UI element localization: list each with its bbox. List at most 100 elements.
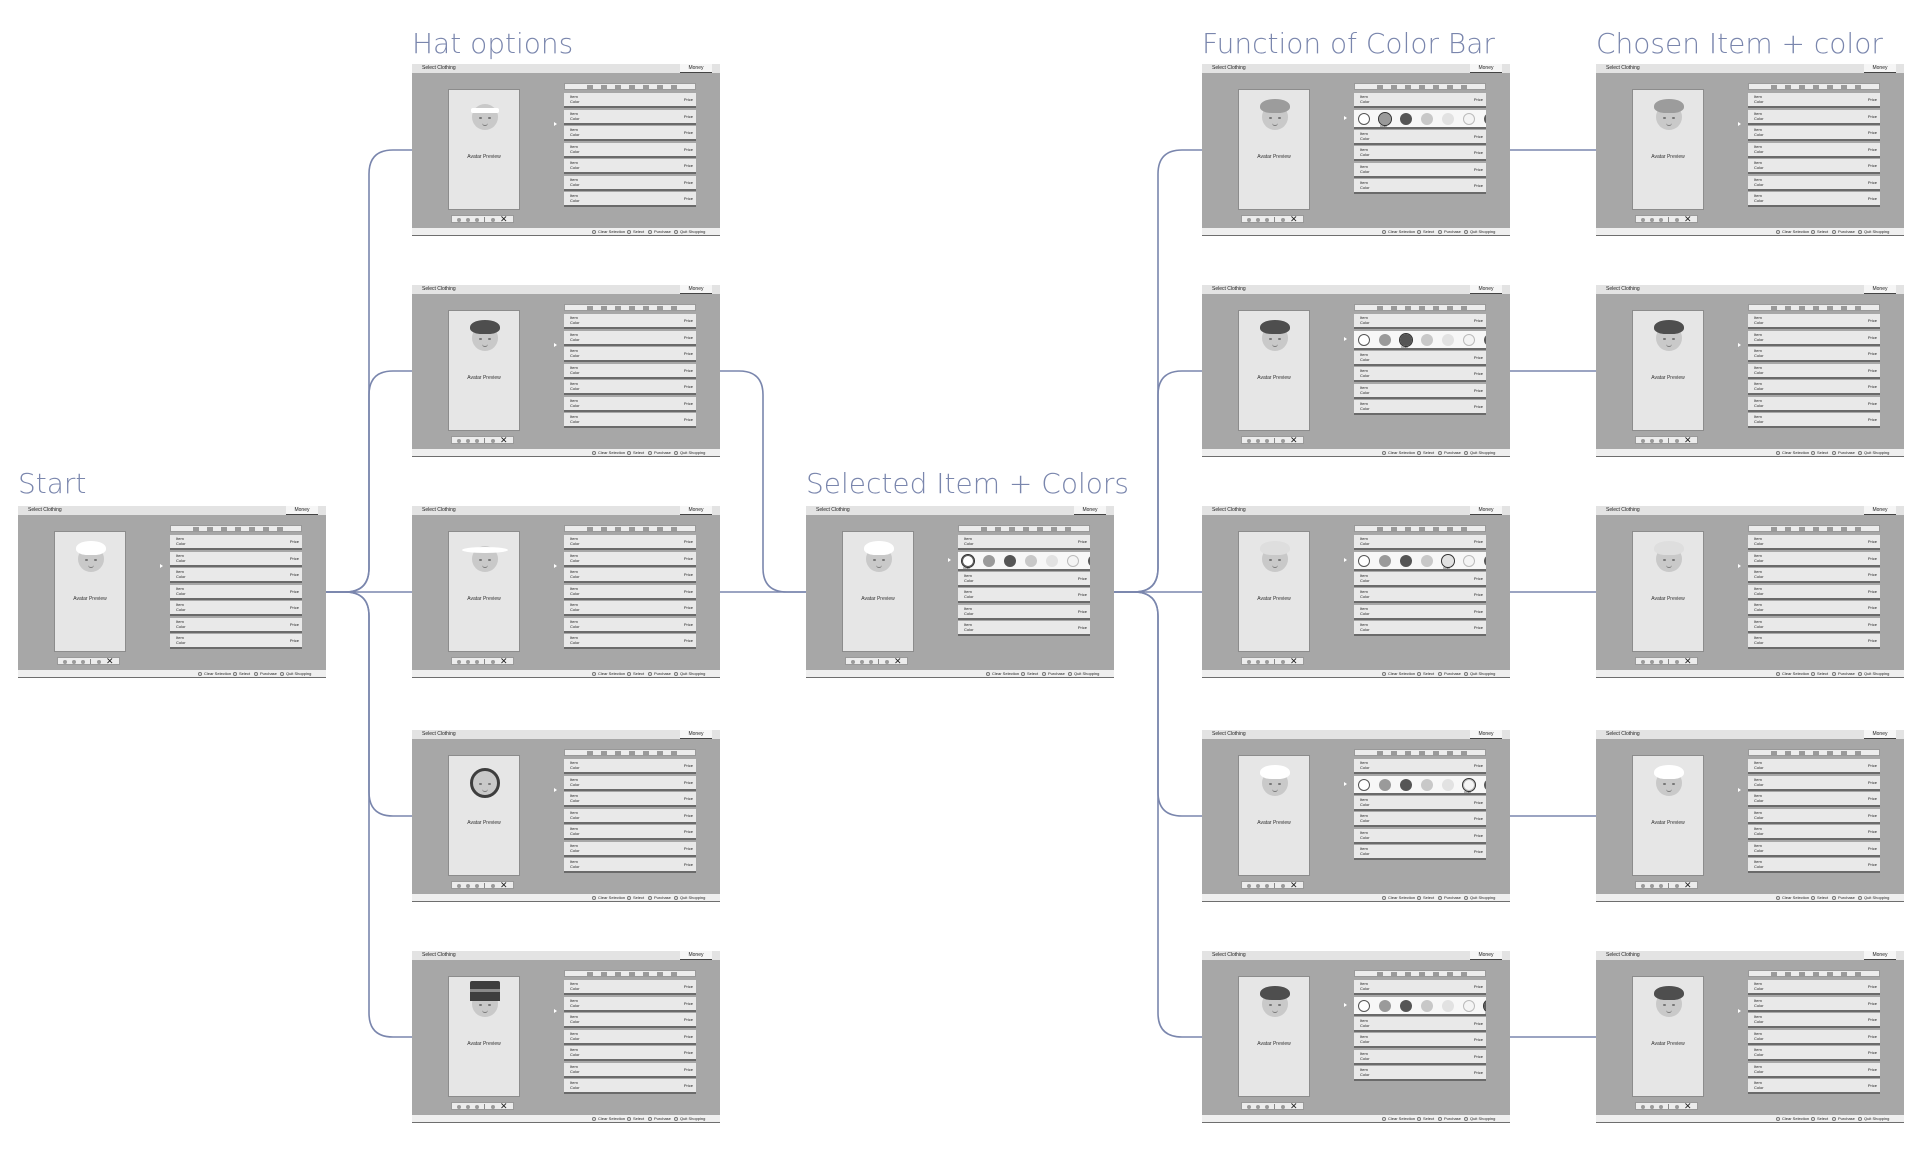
category-tab[interactable]: [1841, 306, 1847, 310]
clear-selection-button[interactable]: Clear Selection: [592, 1116, 625, 1121]
category-tab[interactable]: [643, 972, 649, 976]
control-dot-button[interactable]: [466, 1105, 470, 1109]
control-dot-button[interactable]: [1641, 660, 1645, 664]
control-dot-button[interactable]: [1281, 439, 1285, 443]
category-tab[interactable]: [643, 306, 649, 310]
control-dot-button[interactable]: [1675, 1105, 1679, 1109]
purchase-button[interactable]: Purchase: [648, 450, 671, 455]
category-tab[interactable]: [1419, 972, 1425, 976]
quit-shopping-button[interactable]: Quit Shopping: [1464, 671, 1495, 676]
category-tab[interactable]: [1841, 85, 1847, 89]
color-swatch[interactable]: [1379, 778, 1391, 791]
control-dot-button[interactable]: [1659, 660, 1663, 664]
control-dot-button[interactable]: [457, 1105, 461, 1109]
color-swatch[interactable]: [1421, 778, 1433, 791]
quit-shopping-button[interactable]: Quit Shopping: [1068, 671, 1099, 676]
category-tab[interactable]: [1785, 527, 1791, 531]
control-dot-button[interactable]: [1675, 884, 1679, 888]
control-dot-button[interactable]: [491, 660, 495, 664]
category-tab[interactable]: [1433, 527, 1439, 531]
select-button[interactable]: Select: [1417, 450, 1434, 455]
close-preview-icon[interactable]: ✕: [500, 880, 508, 890]
close-preview-icon[interactable]: ✕: [500, 656, 508, 666]
category-tab[interactable]: [1799, 527, 1805, 531]
color-swatch[interactable]: [1378, 111, 1392, 126]
color-swatch[interactable]: [1463, 333, 1475, 346]
category-tab[interactable]: [1771, 527, 1777, 531]
category-tab[interactable]: [1799, 306, 1805, 310]
select-button[interactable]: Select: [627, 671, 644, 676]
control-dot-button[interactable]: [491, 1105, 495, 1109]
control-dot-button[interactable]: [475, 218, 479, 222]
control-dot-button[interactable]: [1281, 218, 1285, 222]
category-tab[interactable]: [1461, 751, 1467, 755]
clear-selection-button[interactable]: Clear Selection: [1776, 229, 1809, 234]
control-dot-button[interactable]: [81, 660, 85, 664]
color-bar[interactable]: Color: [1354, 109, 1486, 129]
purchase-button[interactable]: Purchase: [1832, 450, 1855, 455]
control-dot-button[interactable]: [1265, 884, 1269, 888]
select-button[interactable]: Select: [233, 671, 250, 676]
quit-shopping-button[interactable]: Quit Shopping: [1858, 450, 1889, 455]
category-tab[interactable]: [1433, 751, 1439, 755]
color-swatch[interactable]: [1484, 778, 1486, 791]
quit-shopping-button[interactable]: Quit Shopping: [674, 671, 705, 676]
category-tab[interactable]: [615, 751, 621, 755]
color-swatch[interactable]: [1421, 554, 1433, 567]
close-preview-icon[interactable]: ✕: [1684, 214, 1692, 224]
category-tab[interactable]: [1827, 527, 1833, 531]
category-tab[interactable]: [1813, 972, 1819, 976]
clear-selection-button[interactable]: Clear Selection: [592, 671, 625, 676]
control-dot-button[interactable]: [1256, 218, 1260, 222]
clear-selection-button[interactable]: Clear Selection: [1382, 450, 1415, 455]
category-tab[interactable]: [1447, 527, 1453, 531]
category-tab[interactable]: [643, 751, 649, 755]
quit-shopping-button[interactable]: Quit Shopping: [674, 895, 705, 900]
category-tab[interactable]: [1461, 972, 1467, 976]
close-preview-icon[interactable]: ✕: [1684, 656, 1692, 666]
color-swatch[interactable]: [1400, 554, 1412, 567]
color-swatch[interactable]: [1400, 778, 1412, 791]
select-button[interactable]: Select: [1417, 229, 1434, 234]
color-swatch[interactable]: [1442, 333, 1454, 346]
category-tab[interactable]: [1855, 972, 1861, 976]
category-tab[interactable]: [615, 972, 621, 976]
category-tab[interactable]: [657, 306, 663, 310]
color-swatch[interactable]: [1067, 554, 1079, 567]
color-swatch[interactable]: [1400, 112, 1412, 125]
category-tab[interactable]: [629, 751, 635, 755]
category-tab[interactable]: [1377, 306, 1383, 310]
close-preview-icon[interactable]: ✕: [106, 656, 114, 666]
purchase-button[interactable]: Purchase: [648, 1116, 671, 1121]
select-button[interactable]: Select: [627, 1116, 644, 1121]
category-tab[interactable]: [1785, 85, 1791, 89]
select-button[interactable]: Select: [1021, 671, 1038, 676]
control-dot-button[interactable]: [466, 218, 470, 222]
category-tab[interactable]: [1023, 527, 1029, 531]
category-tab[interactable]: [207, 527, 213, 531]
control-dot-button[interactable]: [1675, 439, 1679, 443]
